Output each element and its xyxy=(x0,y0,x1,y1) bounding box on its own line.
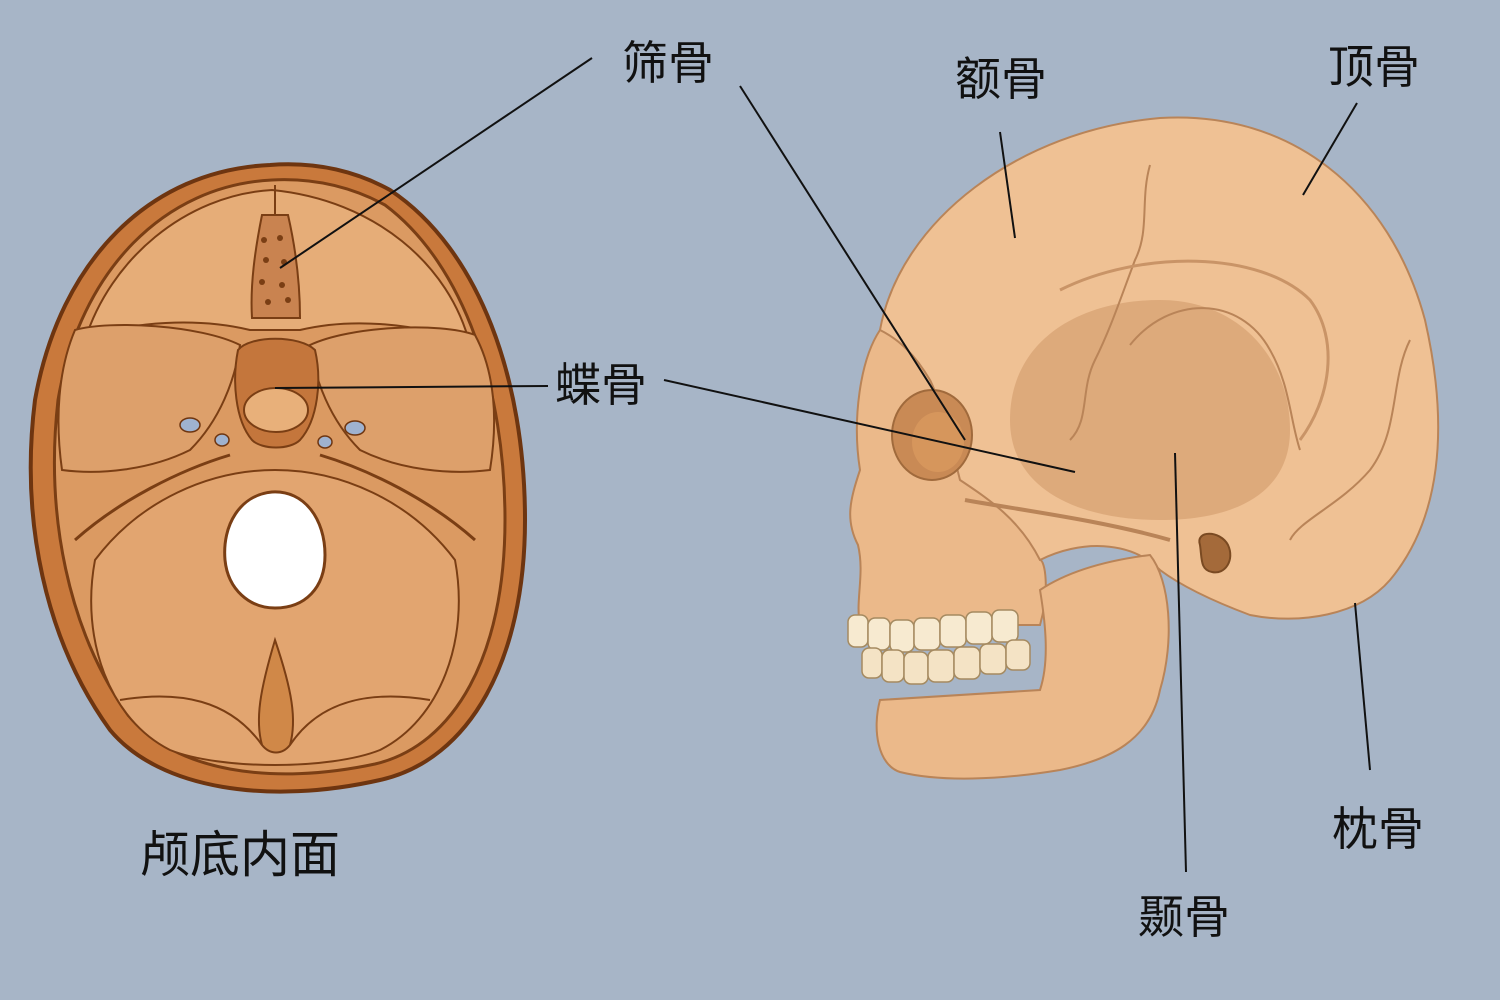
label-ethmoid: 筛骨 xyxy=(622,36,714,90)
squamous-suture xyxy=(1129,307,1301,451)
leader-ethmoid xyxy=(279,57,593,269)
leader-sphenoid-lateral xyxy=(663,379,1076,473)
petrous-ridge-left xyxy=(74,453,231,542)
label-temporal: 颞骨 xyxy=(1138,890,1230,944)
caption-cranial-base: 颅底内面 xyxy=(140,826,340,884)
skull-lateral-illustration xyxy=(847,116,1440,780)
middle-fossa-right xyxy=(308,326,496,473)
posterior-cranial-fossa xyxy=(90,468,460,766)
cranial-base-illustration xyxy=(28,162,528,794)
zygomatic-arch xyxy=(964,498,1171,542)
cribriform-foramina xyxy=(259,235,291,305)
label-parietal: 顶骨 xyxy=(1328,40,1420,94)
leader-temporal xyxy=(1174,452,1187,873)
temporal-line xyxy=(1059,259,1330,441)
leader-sphenoid-base xyxy=(274,385,549,389)
mandible xyxy=(875,553,1170,780)
label-frontal: 额骨 xyxy=(955,52,1047,106)
temporal-fossa-shadow xyxy=(1010,300,1290,520)
petrous-ridge-right xyxy=(319,453,476,542)
lambdoid-suture xyxy=(1289,339,1411,541)
leader-occipital xyxy=(1354,602,1371,771)
teeth-lower xyxy=(861,639,1031,685)
external-acoustic-meatus xyxy=(1198,532,1232,574)
leader-parietal xyxy=(1302,102,1358,196)
middle-fossa-left xyxy=(57,324,242,473)
label-occipital: 枕骨 xyxy=(1332,802,1424,856)
label-sphenoid: 蝶骨 xyxy=(555,358,647,412)
leader-ethmoid-lateral xyxy=(739,85,966,441)
leader-lines xyxy=(274,57,1371,873)
leader-frontal xyxy=(999,131,1016,239)
coronal-suture xyxy=(1069,164,1151,441)
foramen-magnum xyxy=(223,490,327,610)
teeth-upper xyxy=(847,609,1019,653)
